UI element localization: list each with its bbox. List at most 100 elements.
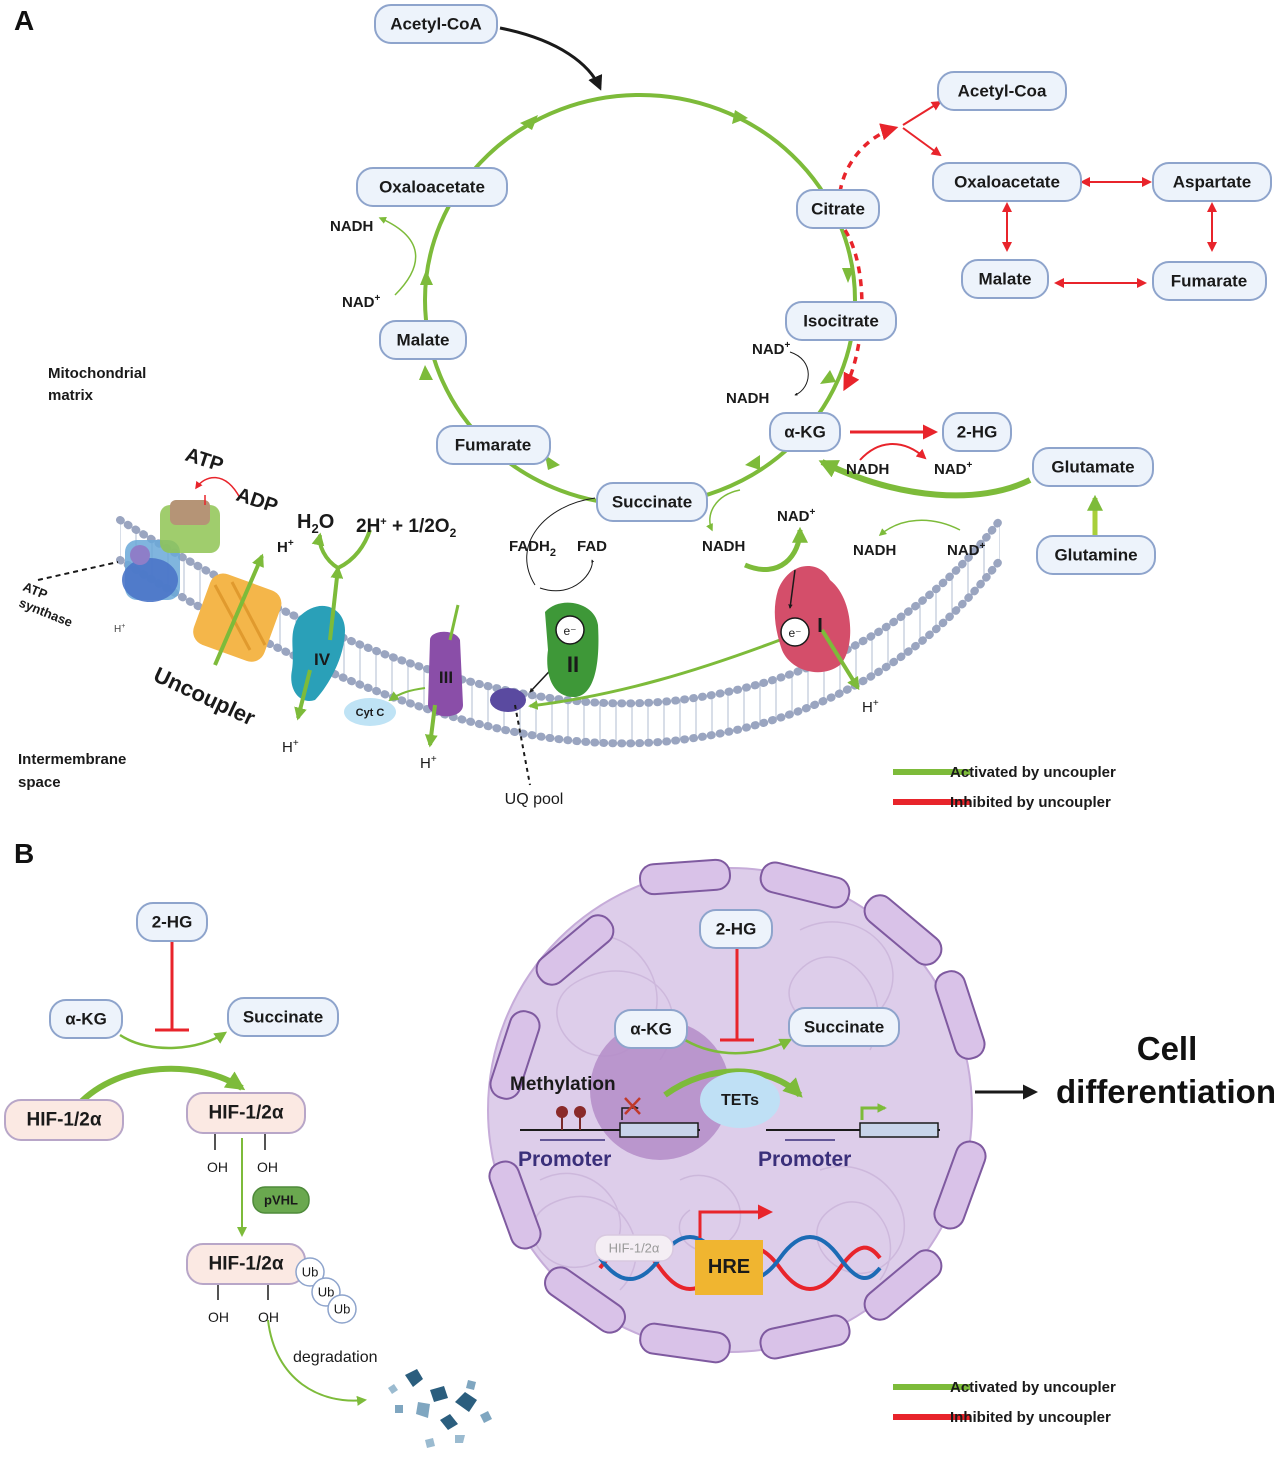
fad-curve [526, 497, 596, 586]
electron-label-i: e⁻ [788, 626, 801, 640]
node-n-2hg: 2-HG [699, 909, 773, 949]
node-fumarate: Fumarate [436, 425, 551, 465]
cycle-arrowhead [420, 270, 433, 285]
atp-synthase [122, 500, 220, 602]
uq-pool [490, 688, 526, 712]
akg-succinate-arrow-nucleus [684, 1038, 793, 1055]
ub-label: Ub [318, 1285, 335, 1300]
node-aspartate-label: Aspartate [1173, 173, 1251, 192]
cycle-arrowhead [820, 370, 836, 384]
uncoupler-proton-arrow [213, 553, 264, 666]
pvhl-badge: pVHL [252, 1186, 310, 1214]
node-succinate-label: Succinate [612, 493, 692, 512]
methyl-group [574, 1106, 586, 1118]
oh-label: OH [258, 1309, 279, 1325]
node-n-2hg-label: 2-HG [716, 920, 757, 939]
h-label-i: H+ [862, 698, 879, 716]
cycle-arrowhead [545, 455, 560, 470]
to-acetyl-coa-arrow [902, 100, 942, 126]
node-glutamate: Glutamate [1032, 447, 1154, 487]
nad-label-malate: NAD+ [342, 293, 381, 311]
node-acetyl-coa: Acetyl-CoA [374, 4, 498, 44]
electron-transfer-arrow [528, 638, 781, 710]
node-n-akg: α-KG [614, 1009, 688, 1049]
node-fumarate-label: Fumarate [455, 436, 532, 455]
cycle-arrowhead [520, 115, 538, 130]
nadh-curve-malate [378, 216, 417, 296]
node-acetyl-coa-label: Acetyl-CoA [390, 15, 482, 34]
node-oxaloacetate-label: Oxaloacetate [379, 178, 485, 197]
legend-b-inhibited-label: Inhibited by uncoupler [950, 1409, 1111, 1426]
node-side-acetyl-coa-label: Acetyl-Coa [958, 82, 1047, 101]
complex-iv-label: IV [314, 650, 331, 669]
nad-label-isocitrate: NAD+ [752, 340, 791, 358]
degradation-arrow [267, 1319, 367, 1406]
node-succinate: Succinate [596, 482, 708, 522]
gene-body-methylated [619, 1122, 699, 1138]
acetyl-coa-arrow [499, 26, 603, 91]
hre-label: HRE [708, 1256, 750, 1278]
node-side-acetyl-coa: Acetyl-Coa [937, 71, 1067, 111]
node-isocitrate: Isocitrate [785, 301, 897, 341]
tets-enzyme [700, 1072, 780, 1128]
electron-label-ii: e⁻ [563, 624, 576, 638]
mito-matrix-label-2: matrix [48, 387, 94, 404]
complex-i-nadh-arrow [744, 526, 808, 573]
uq-pool-label: UQ pool [505, 791, 564, 808]
water-label: H2O [297, 511, 334, 536]
cyt-c-label: Cyt C [356, 707, 385, 719]
complex-iii-top-line [448, 604, 460, 641]
uq-pool-pointer [514, 704, 531, 786]
oh-label: OH [208, 1309, 229, 1325]
cell-differentiation-label-2: differentiation [1056, 1073, 1276, 1110]
oxygen-arrow [337, 529, 372, 570]
complex-iii-label: III [439, 668, 453, 687]
complex-iii-proton-arrow [424, 704, 438, 748]
node-b-succinate: Succinate [227, 997, 339, 1037]
panel-b-label: B [14, 838, 34, 869]
methylation-label: Methylation [510, 1074, 616, 1095]
blocked-x-icon [624, 1097, 641, 1115]
intermembrane-label-2: space [18, 774, 61, 791]
complex-ii-label: II [567, 652, 579, 677]
node-akg-label: α-KG [784, 423, 826, 442]
node-b-akg-label: α-KG [65, 1010, 107, 1029]
complex-iv-proton-arrow [294, 669, 312, 721]
citrate-export-arrow [838, 123, 899, 193]
node-hif-2-label: HIF-1/2α [208, 1103, 283, 1124]
akg-succinate-arrow-left [119, 1031, 228, 1050]
node-hif-1: HIF-1/2α [4, 1099, 124, 1141]
hre-box [695, 1240, 763, 1295]
nadh-label-malate: NADH [330, 218, 373, 235]
node-b-succinate-label: Succinate [243, 1008, 323, 1027]
pvhl-label: pVHL [264, 1193, 298, 1208]
nad-label-succinate: NAD+ [777, 507, 816, 525]
node-b-2hg: 2-HG [136, 902, 208, 942]
oh-label: OH [207, 1159, 228, 1175]
electron-circle-i [780, 617, 810, 647]
cell-differentiation-label-1: Cell [1137, 1030, 1198, 1067]
node-n-akg-label: α-KG [630, 1020, 672, 1039]
node-hif-1-label: HIF-1/2α [26, 1110, 101, 1131]
succinate-nadh-curve [706, 489, 741, 532]
gene-body-active [859, 1122, 939, 1138]
node-2hg-label: 2-HG [957, 423, 998, 442]
node-side-oxaloacetate: Oxaloacetate [932, 162, 1082, 202]
ub-label: Ub [334, 1302, 351, 1317]
atp-label: ATP [182, 444, 225, 477]
ubiquitin-chain: Ub Ub Ub [295, 1257, 357, 1324]
fadh2-label: FADH2 [509, 538, 556, 559]
node-hif-3: HIF-1/2α [186, 1243, 306, 1285]
nadh-label-isocitrate: NADH [726, 390, 769, 407]
node-citrate-label: Citrate [811, 200, 865, 219]
nadh-label-glutamate: NADH [853, 542, 896, 559]
panel-a-label: A [14, 5, 34, 36]
node-2hg: 2-HG [942, 412, 1012, 452]
tets-demethylation-arrow [663, 1068, 803, 1098]
hif-hydroxylation-arrow [75, 1065, 246, 1108]
complex-iii [428, 631, 463, 717]
node-citrate: Citrate [796, 189, 880, 229]
atp-synthase-label-2: synthase [17, 595, 75, 630]
node-n-succinate: Succinate [788, 1007, 900, 1047]
